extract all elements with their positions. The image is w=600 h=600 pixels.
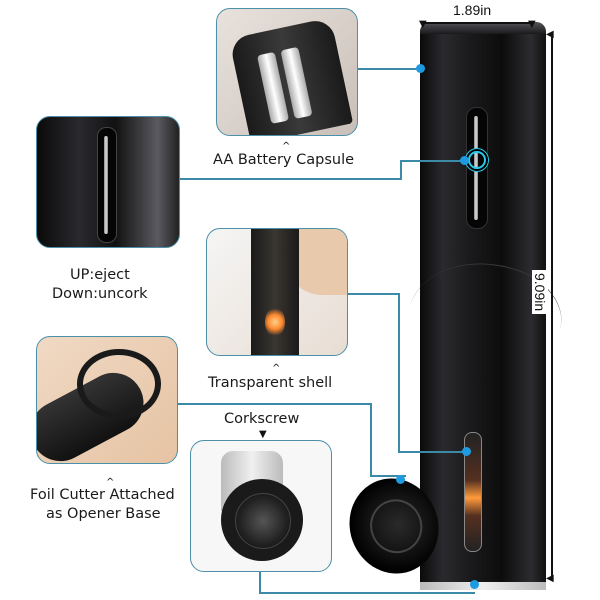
transparent-shell-panel — [206, 228, 348, 356]
foil-connector-h2 — [370, 475, 406, 477]
shell-connector-dot — [462, 447, 471, 456]
corkscrew-panel — [190, 440, 332, 572]
foil-cutter-ring-image — [77, 349, 161, 419]
shell-caret-up-icon: ^ — [272, 363, 281, 374]
button-connector-v — [400, 160, 402, 180]
target-ring-icon — [468, 151, 486, 169]
corkscrew-opening-image — [221, 479, 303, 561]
foil-connector-dot — [396, 475, 405, 484]
battery-compartment-image — [228, 17, 354, 135]
corkscrew-connector-v — [259, 572, 261, 594]
top-cap — [420, 22, 546, 34]
rocker-button-panel — [36, 116, 180, 248]
glow-icon — [265, 307, 285, 337]
transparent-shell-image — [251, 229, 299, 355]
foil-caret-up-icon: ^ — [106, 477, 115, 488]
button-connector-h1 — [180, 178, 402, 180]
width-arrow-right-icon: ▼ — [528, 19, 536, 30]
foil-cutter-label-line2: as Opener Base — [46, 506, 161, 522]
battery-connector — [358, 68, 422, 70]
height-dimension-line — [551, 36, 553, 580]
spiral-seam — [396, 241, 574, 394]
width-arrow-left-icon: ▼ — [419, 19, 427, 30]
rocker-button-closeup — [97, 127, 117, 243]
width-dimension-label: 1.89in — [453, 2, 492, 18]
corkscrew-connector-dot — [470, 580, 479, 589]
foil-connector-h1 — [178, 403, 372, 405]
width-dimension-line — [423, 22, 533, 24]
height-arrow-bottom-icon: ◀ — [546, 573, 554, 584]
foil-cutter-label-line1: Foil Cutter Attached — [30, 487, 175, 503]
battery-connector-dot — [416, 64, 425, 73]
shell-connector-v — [398, 293, 400, 453]
height-arrow-top-icon: ◀ — [546, 29, 554, 40]
button-label-line2: Down:uncork — [52, 286, 148, 302]
foil-cutter-panel — [36, 336, 178, 464]
battery-capsule-label: AA Battery Capsule — [213, 152, 355, 168]
shell-connector-h2 — [398, 451, 468, 453]
shell-connector-h1 — [348, 293, 400, 295]
height-dimension-label: 9.09in — [532, 270, 548, 315]
corkscrew-caret-down-icon: ▼ — [259, 429, 267, 440]
corkscrew-connector-h — [259, 592, 475, 594]
button-label-line1: UP:eject — [70, 267, 130, 283]
foil-connector-v — [370, 403, 372, 477]
transparent-window — [464, 432, 482, 552]
corkscrew-label: Corkscrew — [224, 411, 300, 427]
transparent-shell-label: Transparent shell — [208, 375, 333, 391]
button-connector-h2 — [400, 160, 466, 162]
button-connector-dot — [460, 156, 469, 165]
wine-opener-body — [396, 22, 574, 590]
battery-capsule-panel — [216, 8, 358, 136]
battery-caret-up-icon: ^ — [282, 141, 291, 152]
bottom-ring — [420, 582, 546, 590]
